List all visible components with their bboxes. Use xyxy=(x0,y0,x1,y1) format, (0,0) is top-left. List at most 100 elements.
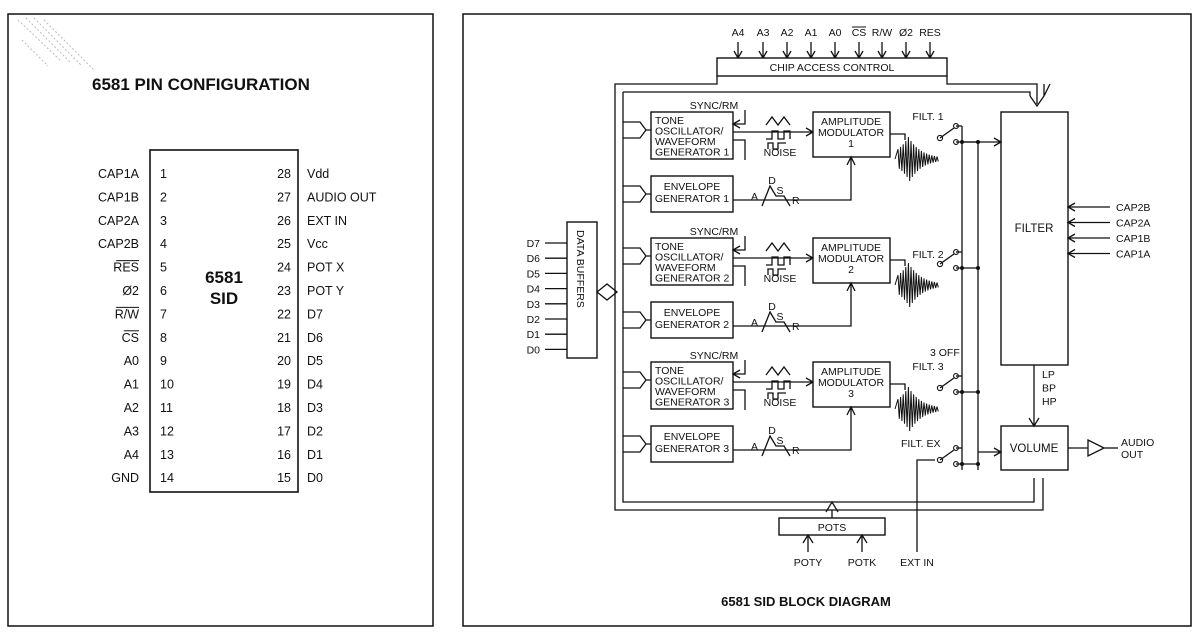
oscillator-box xyxy=(650,361,734,410)
pin-name-left: A0 xyxy=(124,354,139,368)
pin-name-left: RES xyxy=(113,261,139,275)
output-waveform-icon xyxy=(894,386,939,432)
poty-label: POTY xyxy=(794,557,823,569)
sync-input-arrow xyxy=(731,110,746,129)
amplitude-modulator-label: MODULATOR xyxy=(818,127,885,139)
pin-number-left: 13 xyxy=(160,448,174,462)
top-input-label: A1 xyxy=(805,27,818,39)
sawtooth-wave-icon xyxy=(767,392,786,400)
filter-cap-label: CAP1B xyxy=(1116,233,1150,245)
sync-input-arrow xyxy=(731,360,746,379)
filt-switch-label: FILT. 3 xyxy=(912,361,943,373)
ext-in-line xyxy=(916,459,935,552)
voice-3: SYNC/RMTONEOSCILLATOR/WAVEFORMGENERATOR … xyxy=(623,350,944,463)
envelope-label: ENVELOPE xyxy=(664,431,721,443)
pin-name-right: D5 xyxy=(307,354,323,368)
pin-number-left: 3 xyxy=(160,214,167,228)
oscillator-label: OSCILLATOR/ xyxy=(655,376,724,388)
amplitude-modulator-label: AMPLITUDE xyxy=(821,366,881,378)
filter-label: FILTER xyxy=(1015,223,1054,235)
filter-cap-label: CAP2A xyxy=(1116,218,1150,230)
audio-out-label-1: AUDIO xyxy=(1121,437,1154,449)
volume-label: VOLUME xyxy=(1010,443,1059,455)
pin-name-left: A4 xyxy=(124,448,139,462)
bus-tap-osc xyxy=(623,247,651,265)
top-input-label: Ø2 xyxy=(899,27,913,39)
adsr-sustain-label: S xyxy=(776,435,783,447)
oscillator-label: GENERATOR 3 xyxy=(655,397,729,409)
three-off-label: 3 OFF xyxy=(930,347,960,359)
filt-switch-label: FILT. 1 xyxy=(912,111,943,123)
adsr-attack-label: A xyxy=(751,441,758,453)
data-line-label: D7 xyxy=(527,238,541,250)
pin-number-right: 17 xyxy=(277,424,291,438)
data-line-label: D6 xyxy=(527,253,541,265)
pin-name-left: CAP1A xyxy=(98,167,140,181)
junction-dot xyxy=(976,390,980,394)
envelope-label: GENERATOR 2 xyxy=(655,319,729,331)
oscillator-label: TONE xyxy=(655,365,684,377)
adsr-sustain-label: S xyxy=(776,311,783,323)
data-buffer-bus-arrow xyxy=(595,283,619,301)
pin-name-left: CAP2B xyxy=(98,237,139,251)
bus-tap-env xyxy=(623,311,651,329)
pin-config-title: 6581 PIN CONFIGURATION xyxy=(92,75,310,94)
pin-number-left: 12 xyxy=(160,424,174,438)
mod-output-line xyxy=(890,383,906,390)
noise-label: NOISE xyxy=(764,397,797,409)
filter-cap-arrow xyxy=(1066,202,1110,212)
pin-name-left: CS xyxy=(122,331,139,345)
output-buffer-triangle xyxy=(1087,438,1106,458)
control-bus xyxy=(614,76,1044,511)
pin-number-right: 18 xyxy=(277,401,291,415)
sawtooth-wave-icon xyxy=(767,268,786,276)
amplitude-modulator-label: MODULATOR xyxy=(818,377,885,389)
env-to-mod-arrow xyxy=(733,405,856,451)
pin-number-left: 1 xyxy=(160,167,167,181)
adsr-release-label: R xyxy=(792,445,800,457)
adsr-attack-label: A xyxy=(751,317,758,329)
top-input-label: CS xyxy=(852,27,867,39)
junction-dot xyxy=(960,390,964,394)
pin-name-right: D7 xyxy=(307,307,323,321)
filter-mode-label: HP xyxy=(1042,396,1057,408)
pin-number-right: 24 xyxy=(277,261,291,275)
potk-label: POTK xyxy=(848,557,877,569)
voice-blocks: SYNC/RMTONEOSCILLATOR/WAVEFORMGENERATOR … xyxy=(623,100,944,463)
pin-number-left: 10 xyxy=(160,378,174,392)
pin-number-left: 7 xyxy=(160,307,167,321)
junction-dot xyxy=(960,462,964,466)
adsr-attack-label: A xyxy=(751,191,758,203)
control-bus-inner-2 xyxy=(622,91,1035,503)
pin-name-left: A2 xyxy=(124,401,139,415)
pin-number-left: 9 xyxy=(160,354,167,368)
pin-name-right: EXT IN xyxy=(307,214,347,228)
oscillator-box xyxy=(650,237,734,286)
amplitude-modulator-box xyxy=(812,361,891,408)
chip-part-number: 6581 xyxy=(205,268,243,287)
pin-number-right: 20 xyxy=(277,354,291,368)
bus-tap-env xyxy=(623,185,651,203)
filter-routing-switches xyxy=(936,123,1003,470)
pin-name-right: Vcc xyxy=(307,237,328,251)
pin-number-right: 16 xyxy=(277,448,291,462)
amplitude-modulator-label: 3 xyxy=(848,388,854,400)
amplitude-modulator-label: 1 xyxy=(848,138,854,150)
mod-output-line xyxy=(890,259,906,266)
oscillator-label: GENERATOR 1 xyxy=(655,147,729,159)
output-waveform-icon xyxy=(894,136,939,182)
top-input-label: R/W xyxy=(872,27,893,39)
envelope-generator-box xyxy=(650,301,734,339)
pin-number-left: 5 xyxy=(160,261,167,275)
pin-name-right: D0 xyxy=(307,471,323,485)
amplitude-modulator-box xyxy=(812,111,891,158)
pin-number-right: 27 xyxy=(277,190,291,204)
pulse-wave-icon xyxy=(766,130,791,140)
ic-package xyxy=(149,149,299,493)
control-bus-inner xyxy=(946,76,1051,108)
adsr-decay-label: D xyxy=(768,301,776,313)
pin-number-right: 28 xyxy=(277,167,291,181)
junction-dot xyxy=(976,266,980,270)
